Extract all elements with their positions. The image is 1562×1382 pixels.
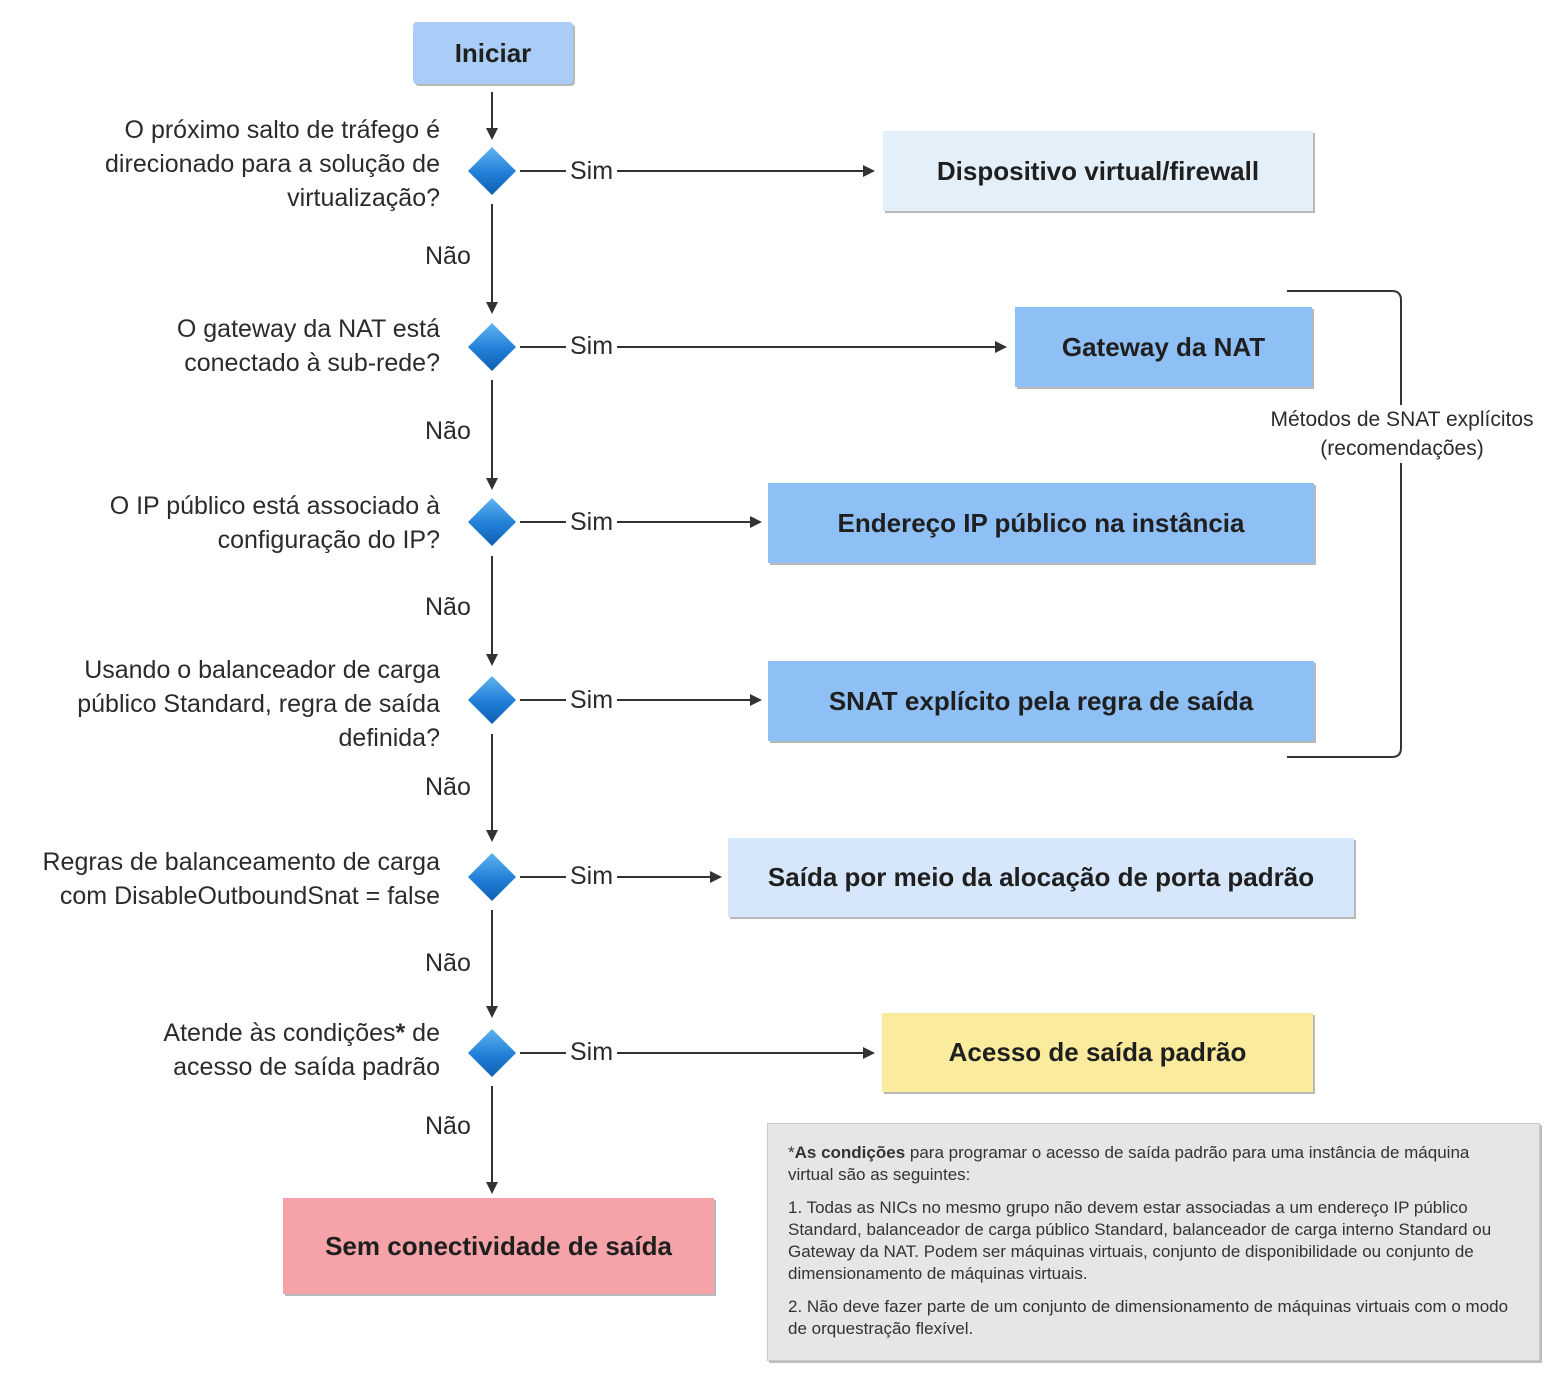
start-label: Iniciar [454,37,532,68]
no-label-5: Não [421,948,475,978]
yes-label-5: Sim [566,861,618,891]
yes-label-1: Sim [566,156,618,186]
no-label-2: Não [421,416,475,446]
question-6-text: Atende às condições [163,1019,396,1047]
explicit-snat-label-line2: (recomendações) [1320,437,1484,460]
question-1: O próximo salto de tráfego é direcionado… [40,113,440,215]
outcome-default-port-allocation: Saída por meio da alocação de porta padr… [728,838,1354,917]
question-3-text: O IP público está associado à configuraç… [109,492,440,554]
question-6-asterisk: * [395,1019,406,1047]
end-label: Sem conectividade de saída [325,1230,672,1261]
no-label-6: Não [421,1111,475,1141]
outcome-virtual-appliance-label: Dispositivo virtual/firewall [936,155,1260,186]
question-1-text: O próximo salto de tráfego é direcionado… [105,116,440,212]
note-intro: *As condições para programar o acesso de… [788,1142,1519,1186]
no-label-3: Não [421,592,475,622]
yes-label-3: Sim [566,507,618,537]
conditions-note: *As condições para programar o acesso de… [767,1123,1540,1361]
explicit-snat-label: Métodos de SNAT explícitos (recomendaçõe… [1252,405,1552,463]
note-item-2: 2. Não deve fazer parte de um conjunto d… [788,1297,1509,1338]
question-6-text-after: de acesso de saída padrão [173,1019,440,1081]
question-4: Usando o balanceador de carga público St… [20,653,440,755]
question-4-text: Usando o balanceador de carga público St… [77,656,440,752]
outcome-virtual-appliance: Dispositivo virtual/firewall [883,131,1313,211]
note-intro-rest: para programar o acesso de saída padrão … [788,1143,1470,1184]
no-label-4: Não [421,772,475,802]
outcome-default-outbound-access: Acesso de saída padrão [882,1013,1313,1092]
outcome-public-ip-label: Endereço IP público na instância [837,507,1245,538]
outcome-nat-gateway: Gateway da NAT [1015,307,1312,387]
outcome-default-port-allocation-label: Saída por meio da alocação de porta padr… [767,862,1315,892]
outcome-outbound-rule-label: SNAT explícito pela regra de saída [828,685,1254,716]
start-node: Iniciar [413,22,573,84]
yes-label-4: Sim [566,685,618,715]
outcome-nat-gateway-label: Gateway da NAT [1061,331,1266,362]
outcome-public-ip: Endereço IP público na instância [768,483,1314,563]
question-3: O IP público está associado à configuraç… [40,489,440,557]
outcome-default-outbound-access-label: Acesso de saída padrão [948,1037,1247,1067]
question-2: O gateway da NAT está conectado à sub-re… [90,312,440,380]
question-2-text: O gateway da NAT está conectado à sub-re… [176,315,440,377]
no-label-1: Não [421,241,475,271]
question-5: Regras de balanceamento de carga com Dis… [10,845,441,913]
yes-label-2: Sim [566,331,618,361]
yes-label-6: Sim [566,1037,618,1067]
note-item-1: 1. Todas as NICs no mesmo grupo não deve… [788,1198,1492,1283]
note-intro-bold: As condições [794,1143,906,1162]
end-node: Sem conectividade de saída [283,1198,714,1294]
question-6: Atende às condições* de acesso de saída … [100,1016,440,1084]
question-5-text: Regras de balanceamento de carga com Dis… [42,848,441,910]
outcome-outbound-rule: SNAT explícito pela regra de saída [768,661,1314,741]
note-asterisk: * [788,1143,795,1162]
explicit-snat-label-line1: Métodos de SNAT explícitos [1270,408,1534,431]
